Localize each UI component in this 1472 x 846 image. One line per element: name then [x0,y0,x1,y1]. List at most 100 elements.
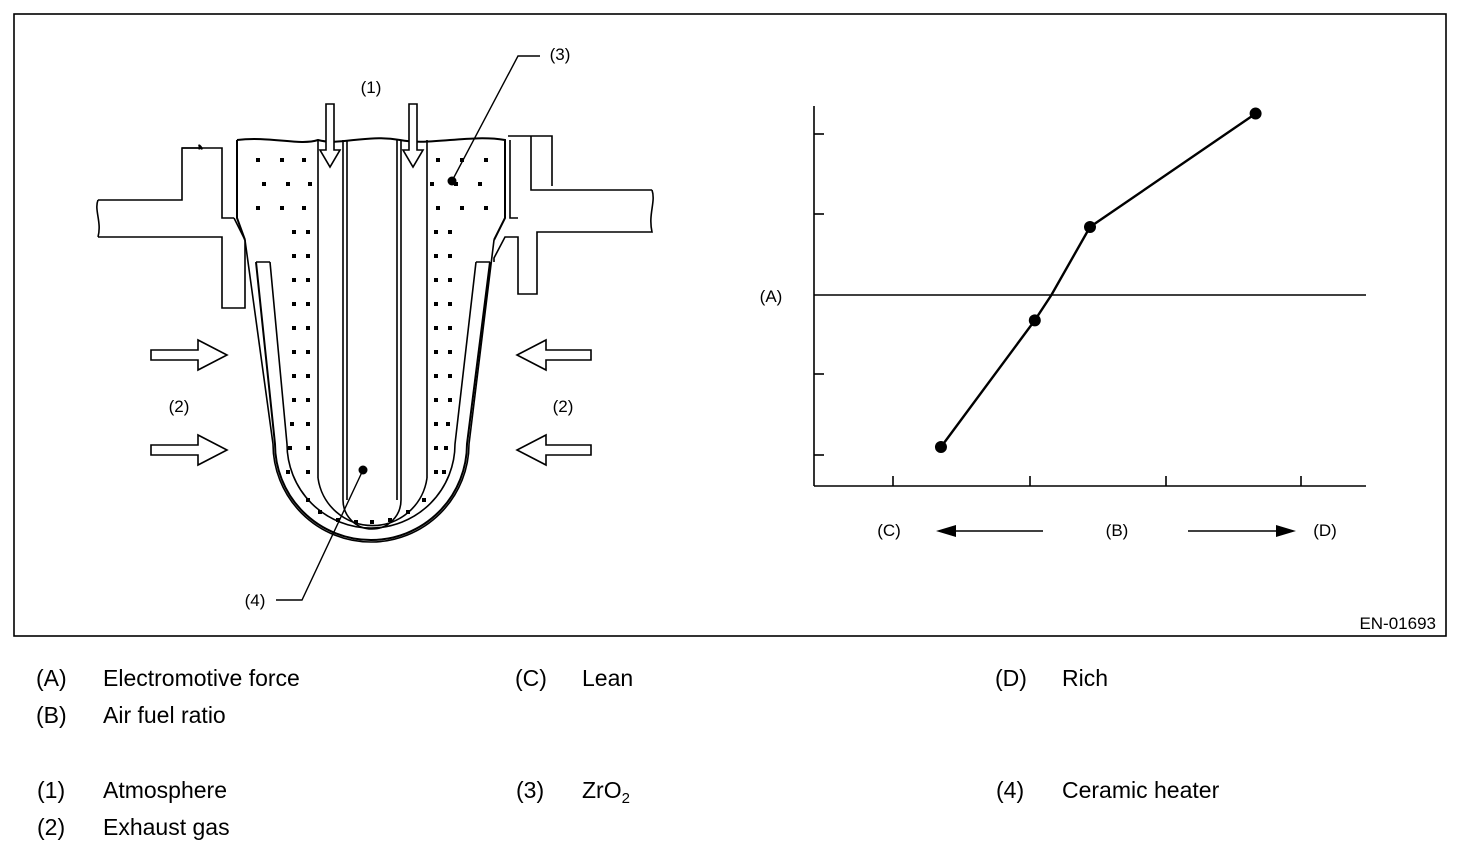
zro2-dot [336,518,340,522]
zro2-dot [434,350,438,354]
zro2-dot [434,254,438,258]
zro2-dot [306,278,310,282]
zro2-dot [306,302,310,306]
exhaust-arrow-left-top [150,338,229,372]
chart-point [1084,220,1096,233]
figure-frame [13,13,1447,637]
rich-direction-arrow [1188,525,1296,537]
zro2-dot [256,158,260,162]
zro2-dot [446,422,450,426]
zro2-dot [302,158,306,162]
zro2-dot [306,326,310,330]
zro2-dot [306,422,310,426]
zro2-dot [448,350,452,354]
zro2-dot [448,326,452,330]
zro2-dot [448,398,452,402]
chart-points [934,107,1262,454]
zro2-dot [286,470,290,474]
emf-chart: (A) (C) (B) (D) [760,106,1366,540]
chart-series-line [940,112,1257,448]
zro2-dot [370,520,374,524]
zro2-dot [288,446,292,450]
label-exhaust-right: (2) [553,397,574,416]
zro2-dot [434,230,438,234]
zro2-dot [434,398,438,402]
leader-zro2-dot [447,176,457,186]
zro2-dot [448,302,452,306]
zro2-dot [306,498,310,502]
inner-tube [317,140,428,478]
zro2-dot [484,158,488,162]
outer-electrode [255,261,491,541]
zro2-dot [460,206,464,210]
zro2-dot [292,302,296,306]
zro2-dot [434,446,438,450]
zro2-dot [292,254,296,258]
chart-lean-label: (C) [877,521,901,540]
label-exhaust-left: (2) [169,397,190,416]
zro2-dot [306,350,310,354]
chart-point [934,441,947,454]
zro2-dot [448,230,452,234]
zro2-dot [286,182,290,186]
zro2-dot [436,158,440,162]
zro2-dot [302,206,306,210]
chart-rich-label: (D) [1313,521,1337,540]
lean-direction-arrow [936,525,1043,537]
zro2-dot [388,518,392,522]
sensor-diagram: (1) (2) (2) (3) (4) [96,45,654,610]
zro2-dot [292,350,296,354]
zro2-dot [306,254,310,258]
zro2-dot [406,510,410,514]
zro2-dot [292,398,296,402]
zro2-dot [448,254,452,258]
zro2-dot [292,230,296,234]
zro2-dot [436,206,440,210]
zro2-dot [306,470,310,474]
exhaust-arrow-right-bottom [515,433,592,467]
zro2-dot [448,374,452,378]
zro2-dot [448,278,452,282]
chart-ticks [814,133,1302,486]
zro2-dot [434,278,438,282]
zro2-dot [434,374,438,378]
zro2-dot [430,182,434,186]
zro2-dot [484,206,488,210]
zro2-dot [292,374,296,378]
right-pipe-wall [493,136,654,295]
zro2-dot [280,158,284,162]
zro2-dot [434,422,438,426]
left-pipe-break [96,144,203,238]
zro2-dot [306,230,310,234]
zro2-dot [318,510,322,514]
exhaust-arrow-right-top [515,338,592,372]
zro2-dot [256,206,260,210]
atmosphere-arrow-right [401,103,425,169]
zro2-dot [442,470,446,474]
chart-y-label: (A) [760,287,783,306]
zro2-dot [422,498,426,502]
leader-heater [276,469,364,601]
exhaust-arrow-left-bottom [150,433,229,467]
zro2-dot [444,446,448,450]
sensor-housing [236,140,246,241]
zro2-dot [280,206,284,210]
zro2-dot [290,422,294,426]
zro2-dot [262,182,266,186]
zro2-dot [460,158,464,162]
zro2-dot [354,520,358,524]
leader-heater-dot [358,465,368,475]
zro2-dot [454,182,458,186]
zro2-dot [308,182,312,186]
zro2-dot [292,326,296,330]
zro2-dot [478,182,482,186]
zro2-dot [434,470,438,474]
chart-point [1249,107,1262,120]
atmosphere-arrow-left [318,103,342,169]
ceramic-heater [342,140,402,500]
figure-code: EN-01693 [1359,614,1436,633]
chart-x-label: (B) [1106,521,1129,540]
zro2-element [244,239,495,543]
label-zro2: (3) [550,45,571,64]
